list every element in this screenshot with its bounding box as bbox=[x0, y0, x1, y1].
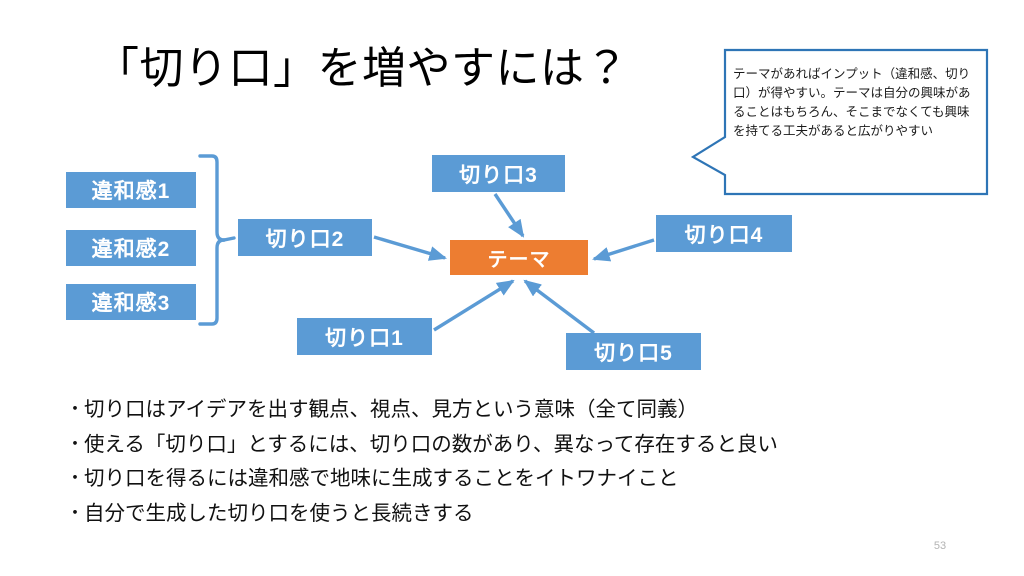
theme-explanation-callout: テーマがあればインプット（違和感、切り口）が得やすい。テーマは自分の興味があるこ… bbox=[690, 47, 990, 197]
callout-text: テーマがあればインプット（違和感、切り口）が得やすい。テーマは自分の興味があるこ… bbox=[733, 67, 971, 138]
arrow-kiriguchi3-to-theme bbox=[493, 193, 525, 238]
bullet-marker-icon: ・ bbox=[66, 399, 84, 419]
node-kiriguchi-1[interactable]: 切り口1 bbox=[297, 318, 432, 355]
iwakan-group-brace bbox=[198, 154, 236, 326]
bullet-item-4: ・ 自分で生成した切り口を使うと長続きする bbox=[66, 501, 946, 525]
node-kiriguchi-5[interactable]: 切り口5 bbox=[566, 333, 701, 370]
bullet-marker-icon: ・ bbox=[66, 468, 84, 488]
node-kiriguchi-2[interactable]: 切り口2 bbox=[238, 219, 372, 256]
bullet-text-4: 自分で生成した切り口を使うと長続きする bbox=[84, 501, 474, 525]
page-title: 「切り口」を増やすには？ bbox=[95, 44, 629, 93]
arrow-kiriguchi1-to-theme bbox=[433, 279, 515, 332]
bullet-marker-icon: ・ bbox=[66, 502, 84, 523]
node-iwakan-2[interactable]: 違和感2 bbox=[66, 230, 196, 266]
slide-page-number: 53 bbox=[933, 540, 947, 552]
bullet-text-1: 切り口はアイデアを出す観点、視点、見方という意味（全て同義） bbox=[84, 398, 698, 421]
bullet-item-2: ・ 使える「切り口」とするには、切り口の数があり、異なって存在すると良い bbox=[66, 432, 946, 456]
node-iwakan-1[interactable]: 違和感1 bbox=[66, 172, 196, 208]
bullet-text-3: 切り口を得るには違和感で地味に生成することをイトワナイこと bbox=[84, 467, 679, 490]
arrow-kiriguchi4-to-theme bbox=[592, 238, 655, 262]
callout-bubble-shape bbox=[690, 48, 989, 196]
node-iwakan-3[interactable]: 違和感3 bbox=[66, 284, 196, 320]
bullet-list: ・ 切り口はアイデアを出す観点、視点、見方という意味（全て同義） ・ 使える「切… bbox=[66, 398, 946, 538]
node-theme-center[interactable]: テーマ bbox=[450, 240, 588, 275]
bullet-text-2: 使える「切り口」とするには、切り口の数があり、異なって存在すると良い bbox=[84, 432, 778, 456]
bullet-item-1: ・ 切り口はアイデアを出す観点、視点、見方という意味（全て同義） bbox=[66, 398, 946, 421]
node-kiriguchi-4[interactable]: 切り口4 bbox=[656, 215, 792, 252]
arrow-kiriguchi5-to-theme bbox=[523, 279, 596, 335]
arrow-kiriguchi2-to-theme bbox=[373, 235, 447, 261]
bullet-item-3: ・ 切り口を得るには違和感で地味に生成することをイトワナイこと bbox=[66, 467, 946, 490]
bullet-marker-icon: ・ bbox=[66, 433, 84, 454]
node-kiriguchi-3[interactable]: 切り口3 bbox=[432, 155, 565, 192]
